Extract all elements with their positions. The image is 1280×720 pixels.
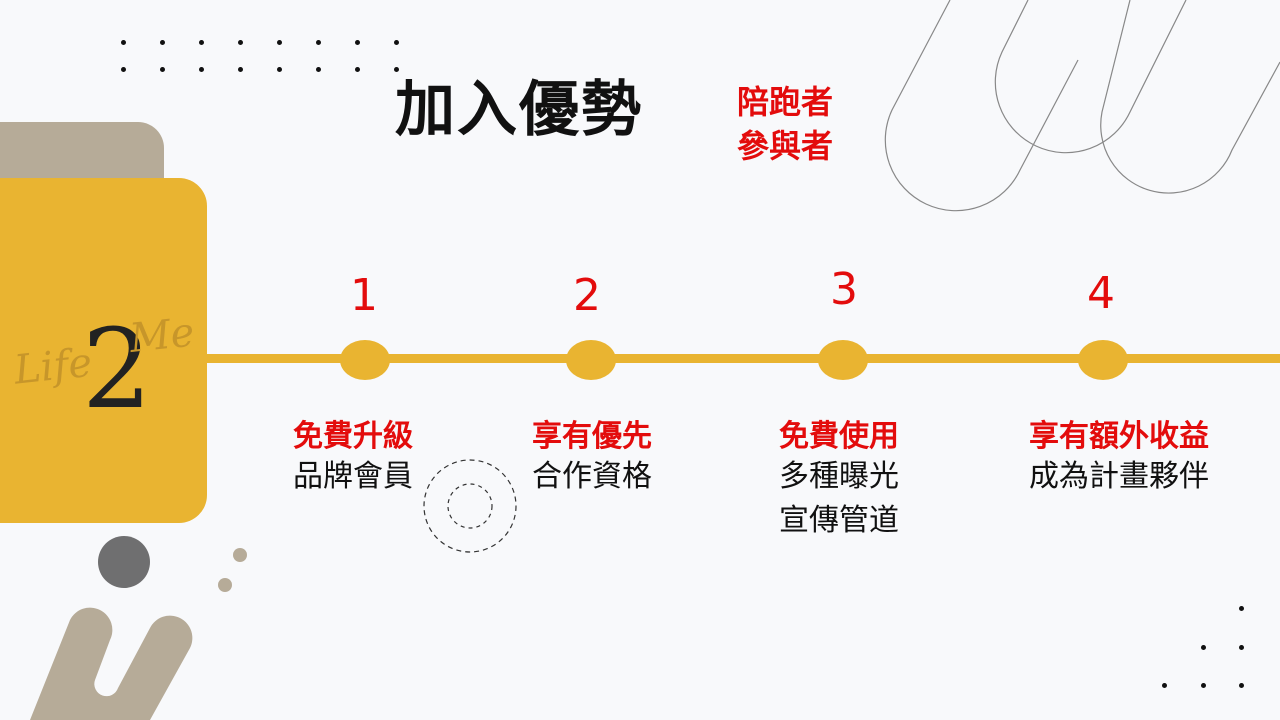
logo-number-2: 2 bbox=[82, 305, 152, 425]
step-headline: 享有額外收益 bbox=[1029, 419, 1209, 454]
step-headline: 享有優先 bbox=[532, 419, 652, 454]
decor-small-dot-1 bbox=[233, 548, 247, 562]
step-number: 2 bbox=[573, 270, 601, 321]
step-headline: 免費使用 bbox=[779, 419, 899, 454]
timeline-node bbox=[566, 340, 616, 380]
step-number: 1 bbox=[350, 270, 378, 321]
step-number: 3 bbox=[830, 264, 858, 315]
slide-title: 加入優勢 bbox=[395, 75, 643, 145]
step-detail-line: 成為計畫夥伴 bbox=[1029, 459, 1209, 494]
logo-me-text: Me bbox=[126, 309, 196, 362]
subtitle-line-1: 陪跑者 bbox=[737, 83, 834, 121]
step-number: 4 bbox=[1087, 268, 1115, 319]
step-headline: 免費升級 bbox=[293, 419, 413, 454]
step-detail-line: 品牌會員 bbox=[293, 459, 413, 494]
decor-taupe-u-shape bbox=[30, 607, 193, 720]
step-detail-line: 多種曝光 bbox=[779, 459, 899, 494]
logo-panel bbox=[0, 178, 207, 523]
step-detail-line: 合作資格 bbox=[532, 459, 652, 494]
step-detail-line: 宣傳管道 bbox=[779, 503, 899, 538]
timeline-node bbox=[1078, 340, 1128, 380]
timeline-line bbox=[200, 354, 1280, 363]
life2me-logo: Life 2 Me bbox=[11, 305, 196, 425]
slide-subtitle: 陪跑者 參與者 bbox=[737, 80, 833, 168]
decor-outline-arcs bbox=[884, 0, 1280, 212]
decor-dashed-circles bbox=[423, 459, 517, 553]
timeline-node bbox=[340, 340, 390, 380]
decor-gray-circle bbox=[98, 536, 150, 588]
subtitle-line-2: 參與者 bbox=[737, 127, 834, 165]
timeline-node bbox=[818, 340, 868, 380]
logo-life-text: Life bbox=[11, 340, 94, 394]
decor-small-dot-2 bbox=[218, 578, 232, 592]
